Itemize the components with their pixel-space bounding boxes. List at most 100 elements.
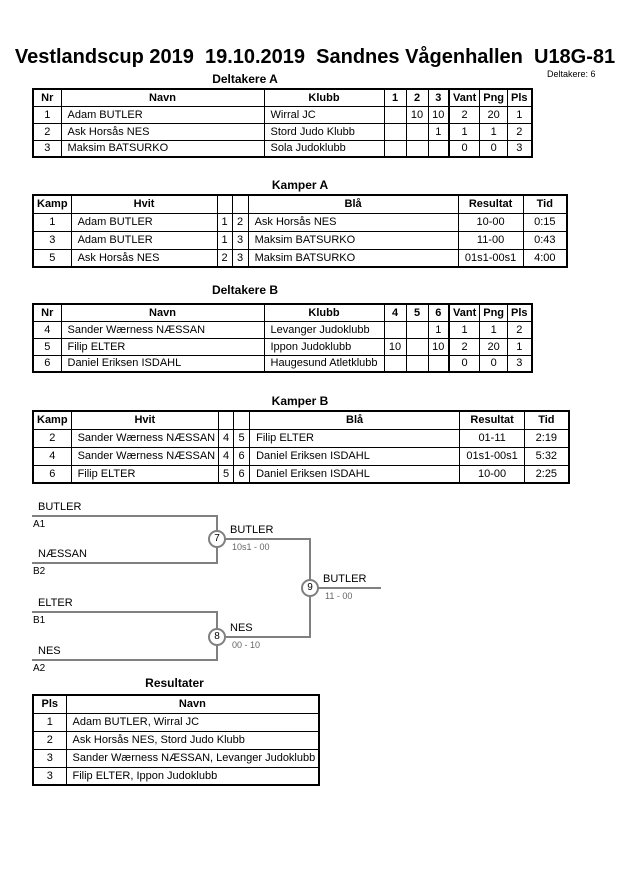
cell-png: 0 bbox=[479, 139, 509, 158]
header-cell-png: Png bbox=[479, 88, 509, 107]
cell-score5 bbox=[405, 354, 429, 373]
cell-hvit-nr: 1 bbox=[216, 230, 233, 250]
table-row: 5 Ask Horsås NES 2 3 Maksim BATSURKO 01s… bbox=[32, 248, 568, 268]
cell-nr: 5 bbox=[32, 337, 62, 356]
cell-kamp: 2 bbox=[32, 428, 72, 448]
cell-score2: 10 bbox=[405, 105, 429, 124]
cell-score4 bbox=[383, 354, 407, 373]
header-cell-pls: Pls bbox=[32, 694, 67, 714]
cell-bla: Maksim BATSURKO bbox=[247, 248, 459, 268]
cell-bla: Daniel Eriksen ISDAHL bbox=[249, 464, 461, 484]
bracket-slot-name: NÆSSAN bbox=[38, 548, 87, 560]
cell-navn: Adam BUTLER, Wirral JC bbox=[65, 712, 320, 732]
cell-navn: Daniel Eriksen ISDAHL bbox=[60, 354, 265, 373]
header-cell-vant: Vant bbox=[448, 88, 481, 107]
table-row: 5 Filip ELTER Ippon Judoklubb 10 10 2 20… bbox=[32, 337, 533, 356]
cell-tid: 0:43 bbox=[522, 230, 568, 250]
cell-hvit: Sander Wærness NÆSSAN bbox=[70, 446, 220, 466]
header-cell-resultat: Resultat bbox=[457, 194, 524, 214]
bracket-winner-line bbox=[217, 538, 311, 540]
bracket-slot-code: B2 bbox=[33, 566, 46, 577]
cell-tid: 2:25 bbox=[524, 464, 570, 484]
cell-pls: 3 bbox=[32, 748, 67, 768]
header-cell-opp4: 4 bbox=[383, 303, 407, 322]
header-cell-kamp: Kamp bbox=[32, 194, 72, 214]
cell-bla: Ask Horsås NES bbox=[247, 212, 459, 232]
cell-hvit: Adam BUTLER bbox=[70, 230, 218, 250]
cell-navn: Filip ELTER bbox=[60, 337, 265, 356]
header-cell-navn: Navn bbox=[60, 88, 265, 107]
table-row: 1 Adam BUTLER Wirral JC 10 10 2 20 1 bbox=[32, 105, 533, 124]
cell-bla-nr: 3 bbox=[231, 248, 249, 268]
bracket-slot-line bbox=[32, 515, 218, 517]
table-header-row: Pls Navn bbox=[32, 694, 320, 714]
cell-tid: 5:32 bbox=[524, 446, 570, 466]
cell-score4 bbox=[383, 320, 407, 339]
kamper-a-table: Kamp Hvit Blå Resultat Tid 1 Adam BUTLER… bbox=[32, 194, 569, 268]
cell-hvit: Adam BUTLER bbox=[70, 212, 218, 232]
cell-kamp: 1 bbox=[32, 212, 72, 232]
table-row: 6 Daniel Eriksen ISDAHL Haugesund Atletk… bbox=[32, 354, 533, 373]
table-row: 4 Sander Wærness NÆSSAN 4 6 Daniel Eriks… bbox=[32, 446, 570, 466]
cell-pls: 2 bbox=[32, 730, 67, 750]
cell-nr: 6 bbox=[32, 354, 62, 373]
table-row: 6 Filip ELTER 5 6 Daniel Eriksen ISDAHL … bbox=[32, 464, 570, 484]
bracket-match-score: 11 - 00 bbox=[325, 591, 353, 601]
cell-bla-nr: 6 bbox=[233, 464, 251, 484]
cell-pls: 1 bbox=[507, 105, 533, 124]
cell-hvit: Ask Horsås NES bbox=[70, 248, 218, 268]
bracket-slot-code: B1 bbox=[33, 615, 46, 626]
cell-vant: 2 bbox=[448, 337, 481, 356]
cell-vant: 1 bbox=[448, 122, 481, 141]
cell-score5 bbox=[405, 337, 429, 356]
cell-bla: Daniel Eriksen ISDAHL bbox=[249, 446, 461, 466]
cell-kamp: 3 bbox=[32, 230, 72, 250]
bracket-slot-line bbox=[32, 562, 218, 564]
cell-nr: 1 bbox=[32, 105, 62, 124]
cell-resultat: 01s1-00s1 bbox=[457, 248, 524, 268]
cell-tid: 0:15 bbox=[522, 212, 568, 232]
bracket-final-line bbox=[309, 587, 381, 589]
bracket-slot-name: ELTER bbox=[38, 597, 73, 609]
cell-bla-nr: 3 bbox=[231, 230, 249, 250]
table-row: 3 Adam BUTLER 1 3 Maksim BATSURKO 11-00 … bbox=[32, 230, 568, 250]
table-row: 2 Ask Horsås NES Stord Judo Klubb 1 1 1 … bbox=[32, 122, 533, 141]
cell-bla: Maksim BATSURKO bbox=[247, 230, 459, 250]
cell-navn: Sander Wærness NÆSSAN, Levanger Judoklub… bbox=[65, 748, 320, 768]
cell-png: 0 bbox=[479, 354, 509, 373]
header-cell-hvit: Hvit bbox=[70, 194, 218, 214]
cell-vant: 1 bbox=[448, 320, 481, 339]
bracket-slot-name: NES bbox=[38, 645, 61, 657]
cell-navn: Maksim BATSURKO bbox=[60, 139, 265, 158]
cell-navn: Sander Wærness NÆSSAN bbox=[60, 320, 265, 339]
cell-resultat: 01-11 bbox=[459, 428, 526, 448]
cell-hvit-nr: 5 bbox=[218, 464, 235, 484]
table-header-row: Nr Navn Klubb 4 5 6 Vant Png Pls bbox=[32, 303, 533, 322]
cell-hvit-nr: 2 bbox=[216, 248, 233, 268]
kamper-b-table: Kamp Hvit Blå Resultat Tid 2 Sander Wærn… bbox=[32, 410, 570, 484]
table-row: 3 Sander Wærness NÆSSAN, Levanger Judokl… bbox=[32, 748, 320, 768]
cell-bla-nr: 5 bbox=[233, 428, 251, 448]
header-cell-hvit: Hvit bbox=[70, 410, 220, 430]
header-cell-opp3: 3 bbox=[427, 88, 450, 107]
match-number-badge: 7 bbox=[208, 530, 226, 548]
table-row: 3 Maksim BATSURKO Sola Judoklubb 0 0 3 bbox=[32, 139, 533, 158]
bracket-slot-line bbox=[32, 659, 218, 661]
bracket-slot-code: A2 bbox=[33, 663, 46, 674]
cell-score2 bbox=[405, 139, 429, 158]
header-cell-bla: Blå bbox=[247, 194, 459, 214]
cell-resultat: 11-00 bbox=[457, 230, 524, 250]
bracket-match-score: 10s1 - 00 bbox=[232, 542, 270, 552]
section-title-deltakere-a: Deltakere A bbox=[212, 72, 278, 86]
cell-klubb: Stord Judo Klubb bbox=[263, 122, 385, 141]
cell-klubb: Haugesund Atletklubb bbox=[263, 354, 385, 373]
cell-kamp: 5 bbox=[32, 248, 72, 268]
cell-score5 bbox=[405, 320, 429, 339]
header-cell-bla: Blå bbox=[249, 410, 461, 430]
section-title-resultater: Resultater bbox=[145, 676, 204, 690]
header-cell-navn: Navn bbox=[60, 303, 265, 322]
cell-pls: 3 bbox=[507, 354, 533, 373]
cell-score2 bbox=[405, 122, 429, 141]
cell-png: 1 bbox=[479, 122, 509, 141]
cell-pls: 1 bbox=[32, 712, 67, 732]
